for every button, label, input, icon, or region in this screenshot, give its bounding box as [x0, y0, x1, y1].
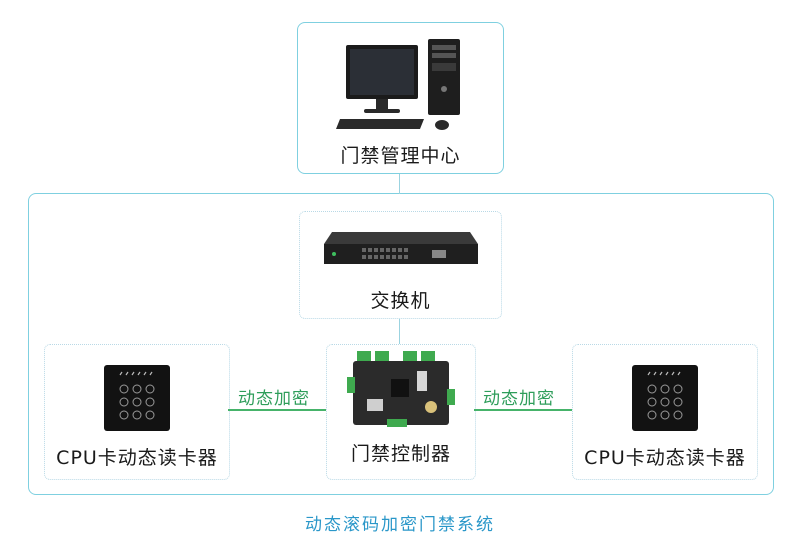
reader-right-node: CPU卡动态读卡器 [572, 344, 758, 480]
card-reader-icon [632, 365, 698, 431]
desktop-computer-icon [336, 39, 460, 130]
reader-left-label: CPU卡动态读卡器 [56, 447, 218, 469]
management-center-node: 门禁管理中心 [297, 22, 504, 174]
controller-label: 门禁控制器 [350, 443, 451, 465]
link-left-label: 动态加密 [236, 384, 312, 409]
controller-node: 门禁控制器 [326, 344, 476, 480]
diagram-caption: 动态滚码加密门禁系统 [305, 515, 495, 535]
switch-node: 交换机 [299, 211, 502, 319]
circuit-board-icon [347, 351, 455, 427]
link-right-label: 动态加密 [481, 384, 557, 409]
reader-left-node: CPU卡动态读卡器 [44, 344, 230, 480]
connector-management-system [399, 172, 400, 194]
link-right-line [474, 409, 572, 411]
link-left-line [228, 409, 326, 411]
connector-switch-controller [399, 318, 400, 344]
reader-right-label: CPU卡动态读卡器 [584, 447, 746, 469]
card-reader-icon [104, 365, 170, 431]
network-switch-icon [324, 232, 478, 264]
management-center-label: 门禁管理中心 [340, 145, 461, 167]
switch-label: 交换机 [370, 290, 431, 312]
